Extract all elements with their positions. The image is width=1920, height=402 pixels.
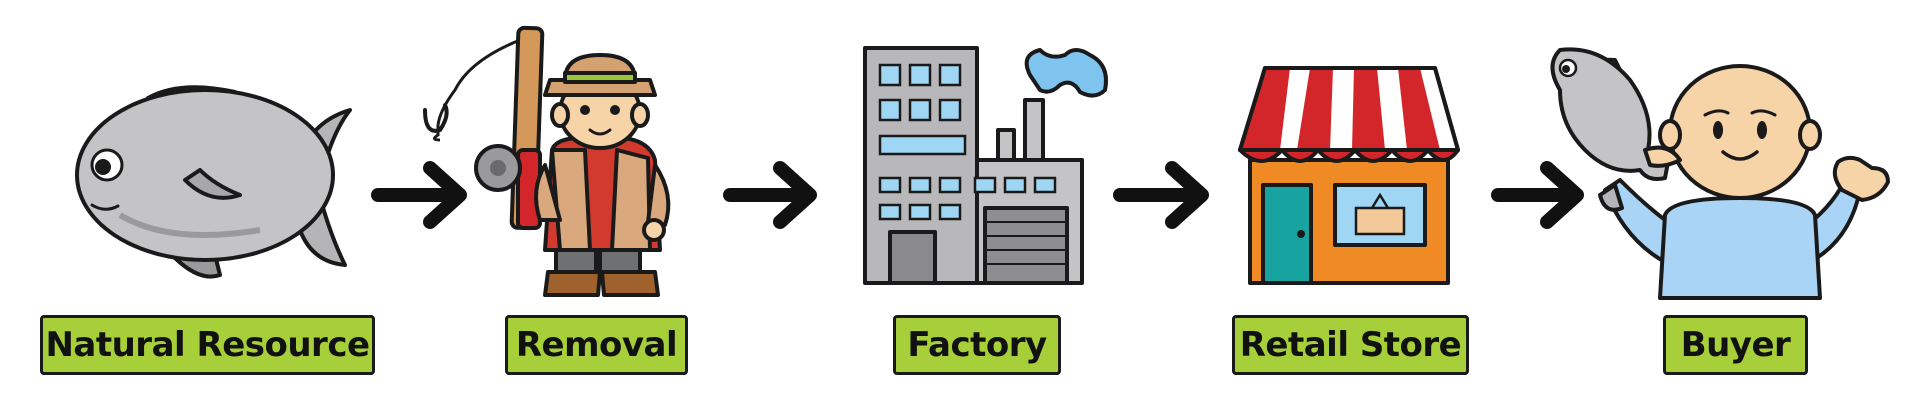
step-label-removal: Removal [505, 315, 688, 375]
step-label-buyer: Buyer [1663, 315, 1808, 375]
step-label-natural-resource: Natural Resource [40, 315, 375, 375]
arrow-right-icon [1113, 161, 1209, 229]
arrow-right-icon [1491, 161, 1584, 229]
fish-icon [75, 85, 352, 279]
step-label-retail-store: Retail Store [1232, 315, 1469, 375]
arrow-right-icon [723, 161, 817, 229]
step-label-factory: Factory [893, 315, 1061, 375]
buyer-icon [1550, 47, 1890, 300]
arrow-right-icon [371, 161, 467, 229]
retail-store-icon [1238, 66, 1460, 285]
factory-icon [863, 46, 1108, 285]
fisherman-icon [423, 25, 671, 297]
